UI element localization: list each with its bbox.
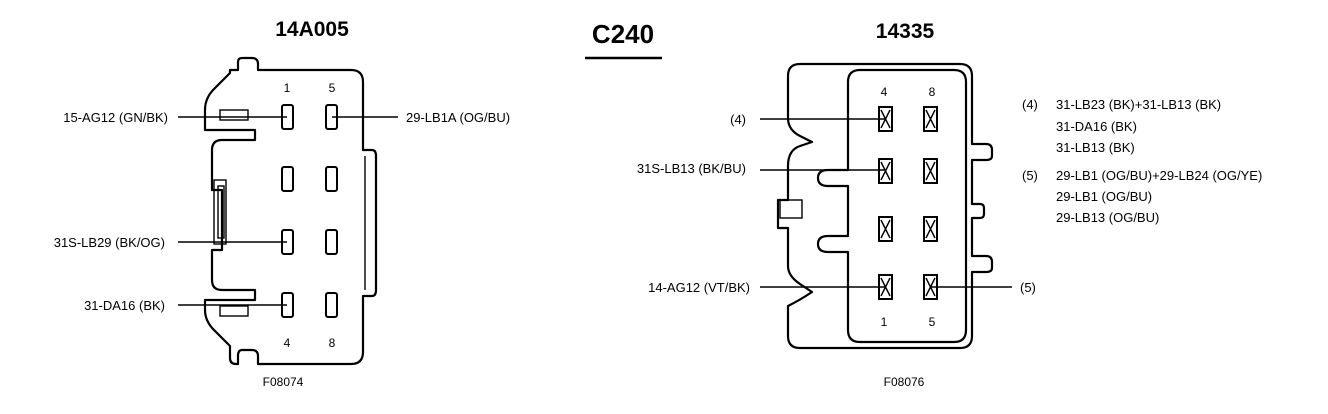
cavity-7 [325,229,338,255]
cavity-grid-left [281,104,338,318]
pin-number: 4 [284,336,291,350]
wire-label: (4) [730,112,746,127]
connector-14a005-title: 14A005 [275,18,349,41]
note-line: 29-LB1 (OG/BU) [1056,189,1152,204]
pin-number: 5 [329,81,336,95]
wire-label: 31S-LB29 (BK/OG) [54,235,165,250]
wire-label: 31-DA16 (BK) [84,298,165,313]
latch-left-inner [217,185,225,239]
note-line: 31-DA16 (BK) [1056,119,1137,134]
latch-bottom [219,305,249,317]
figure-id: F08074 [263,375,304,389]
cavity-6 [923,216,938,242]
figure-id: F08076 [884,375,925,389]
connector-id: C240 [592,19,654,49]
connector-14335-title: 14335 [876,20,935,43]
latch-top [219,109,249,121]
wire-label: (5) [1020,280,1036,295]
wire-label: 31S-LB13 (BK/BU) [637,161,746,176]
cavity-2 [878,216,893,242]
connector-14335-shell [776,62,994,350]
cavity-8 [923,106,938,132]
splice-note-4: (4) 31-LB23 (BK)+31-LB13 (BK) 31-DA16 (B… [1022,97,1221,155]
pin-number: 5 [929,315,936,329]
latch-tab [779,199,803,219]
note-line: 29-LB13 (OG/BU) [1056,210,1159,225]
latch-left [213,179,227,245]
connector-14a005-body [203,56,378,366]
pin-number: 4 [881,85,888,99]
connector-14a005: 14A005 1 5 4 8 15-AG12 (GN/BK [54,18,510,389]
wire-label: 14-AG12 (VT/BK) [648,280,750,295]
note-line: 29-LB1 (OG/BU)+29-LB24 (OG/YE) [1056,168,1262,183]
pin-number: 8 [329,336,336,350]
pin-number: 1 [284,81,291,95]
cavity-2 [281,166,294,192]
connector-14335: 14335 4 8 1 5 (4) 31S-LB13 (BK/BU) 1 [637,20,1262,389]
note-line: 31-LB13 (BK) [1056,140,1135,155]
pin-number: 8 [929,85,936,99]
connector-id-heading: C240 [585,19,662,60]
cavity-6 [325,166,338,192]
wire-label: 29-LB1A (OG/BU) [406,110,510,125]
pin-number: 1 [881,315,888,329]
splice-note-5: (5) 29-LB1 (OG/BU)+29-LB24 (OG/YE) 29-LB… [1022,168,1262,225]
note-ref: (4) [1022,97,1038,112]
wire-label: 15-AG12 (GN/BK) [63,110,168,125]
cavity-7 [923,158,938,184]
note-ref: (5) [1022,168,1038,183]
cavity-3 [878,158,893,184]
cavity-grid-right [878,106,938,300]
note-line: 31-LB23 (BK)+31-LB13 (BK) [1056,97,1221,112]
cavity-8 [325,292,338,318]
